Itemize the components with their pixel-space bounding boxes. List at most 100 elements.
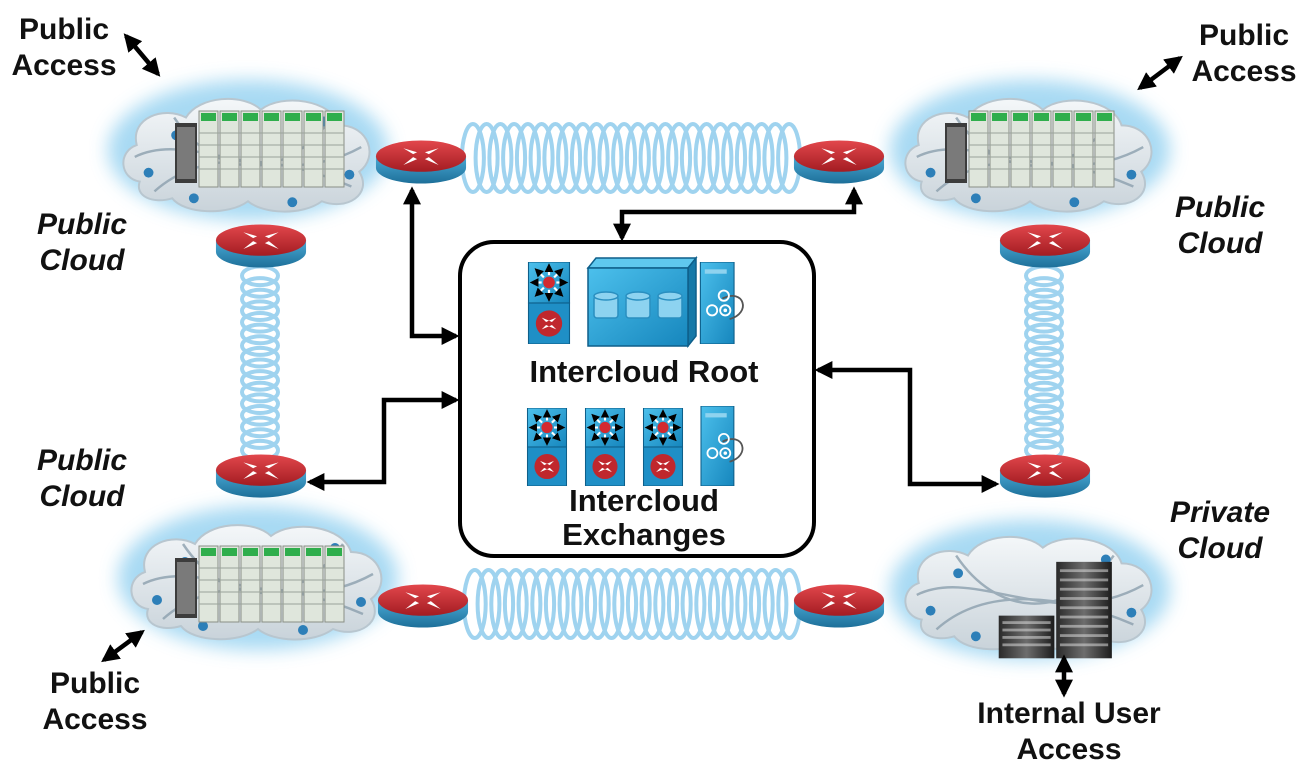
coil-loop [240, 427, 280, 450]
switch-icon [528, 408, 567, 486]
router-icon [215, 454, 307, 498]
coil-loop [612, 568, 639, 640]
coil-loop [240, 311, 280, 334]
coil-loop [240, 404, 280, 427]
coil-loop [597, 122, 624, 194]
coil-loop [707, 568, 734, 640]
coil-loop [1024, 404, 1064, 427]
coil-loop [639, 568, 666, 640]
coil-loop [598, 568, 625, 640]
cloud-top-right [890, 80, 1170, 220]
coil-loop [487, 122, 514, 194]
storage-icon [586, 255, 698, 349]
coil-loop [501, 122, 528, 194]
switch-icon [644, 408, 683, 486]
coil-loop [240, 345, 280, 369]
coil-loop [240, 322, 280, 346]
router-icon [375, 140, 467, 184]
coil-loop [240, 392, 280, 416]
coil-loop [240, 369, 280, 392]
cloud-top-left [108, 80, 388, 220]
coil-loop [240, 334, 280, 357]
arrow-box-to-br-router [814, 361, 1000, 493]
server-rack-icon [945, 110, 1115, 188]
router-icon [793, 140, 885, 184]
coil-loop [762, 568, 789, 640]
coil-loop [571, 568, 598, 640]
coil-loop [528, 122, 555, 194]
coil-loop [694, 568, 721, 640]
server-rack-icon [175, 110, 345, 188]
label-private-cloud-bottom-right: Private Cloud [1169, 496, 1271, 565]
coil-loop [240, 415, 280, 439]
cloud-bottom-left [118, 506, 398, 650]
coil-loop [530, 568, 557, 640]
intercloud-exchanges-label: Intercloud Exchanges [562, 483, 726, 552]
coil-loop [240, 287, 280, 311]
coil-loop [680, 568, 707, 640]
arrow-bl-router-to-box [306, 391, 460, 491]
coil-loop [240, 357, 280, 381]
coil-loop [1024, 369, 1064, 392]
coil-loop [1024, 415, 1064, 439]
coil-loop [557, 568, 584, 640]
arrow-box-to-tr-router [613, 186, 863, 242]
coil-loop [735, 568, 762, 640]
coil-loop [721, 568, 748, 640]
intercloud-root-devices [529, 255, 745, 349]
coil-loop [584, 568, 611, 640]
coil-loop [240, 299, 280, 323]
coil-loop [475, 568, 502, 640]
arrow-public-access-tl [123, 33, 161, 77]
router-icon [215, 224, 307, 268]
coil-loop [1024, 299, 1064, 323]
coil-loop [1024, 311, 1064, 334]
coil-loop [666, 568, 693, 640]
coil-loop [240, 380, 280, 404]
coil-loop [489, 568, 516, 640]
coil-loop [1024, 427, 1064, 450]
connectors [101, 33, 1183, 698]
coil-loop [502, 568, 529, 640]
cloud-bottom-right [890, 520, 1170, 660]
label-internal-user-access: Internal User Access [977, 697, 1161, 766]
coil-loop [516, 568, 543, 640]
intercloud-root-label: Intercloud Root [529, 354, 759, 389]
coil-loop [569, 122, 596, 194]
coil-loop [653, 568, 680, 640]
switch-icon [586, 408, 625, 486]
coil-loop [473, 122, 500, 194]
coil-loop [583, 122, 610, 194]
label-public-access-top-left: Public Access [11, 13, 117, 82]
coil-loop [1024, 357, 1064, 381]
label-public-access-top-right: Public Access [1191, 19, 1297, 88]
router-icon [793, 584, 885, 628]
label-public-cloud-bottom-left: Public Cloud [36, 444, 127, 513]
label-public-access-bottom-left: Public Access [42, 667, 148, 736]
coil-loop [1024, 380, 1064, 404]
router-icon [999, 454, 1091, 498]
arrow-public-access-bl [101, 629, 145, 663]
coil-loop [1024, 322, 1064, 346]
router-icon [377, 584, 469, 628]
coil-loop [1024, 287, 1064, 311]
server-rack-icon [175, 545, 345, 623]
coil-loop [1024, 392, 1064, 416]
arrow-tl-router-to-box [403, 186, 460, 345]
coil-loop [542, 122, 569, 194]
coil-loop [748, 568, 775, 640]
switch-icon [529, 262, 570, 344]
coil-loop [625, 568, 652, 640]
coil-loop [1024, 334, 1064, 357]
coil-loop [556, 122, 583, 194]
router-icon [999, 224, 1091, 268]
coil-loop [1024, 345, 1064, 369]
coil-loop [543, 568, 570, 640]
coil-loop [1024, 276, 1064, 299]
label-public-cloud-top-left: Public Cloud [36, 208, 127, 277]
arrow-public-access-tr [1137, 55, 1183, 91]
label-public-cloud-top-right: Public Cloud [1174, 191, 1265, 260]
coil-loop [514, 122, 541, 194]
coil-loop [240, 276, 280, 299]
